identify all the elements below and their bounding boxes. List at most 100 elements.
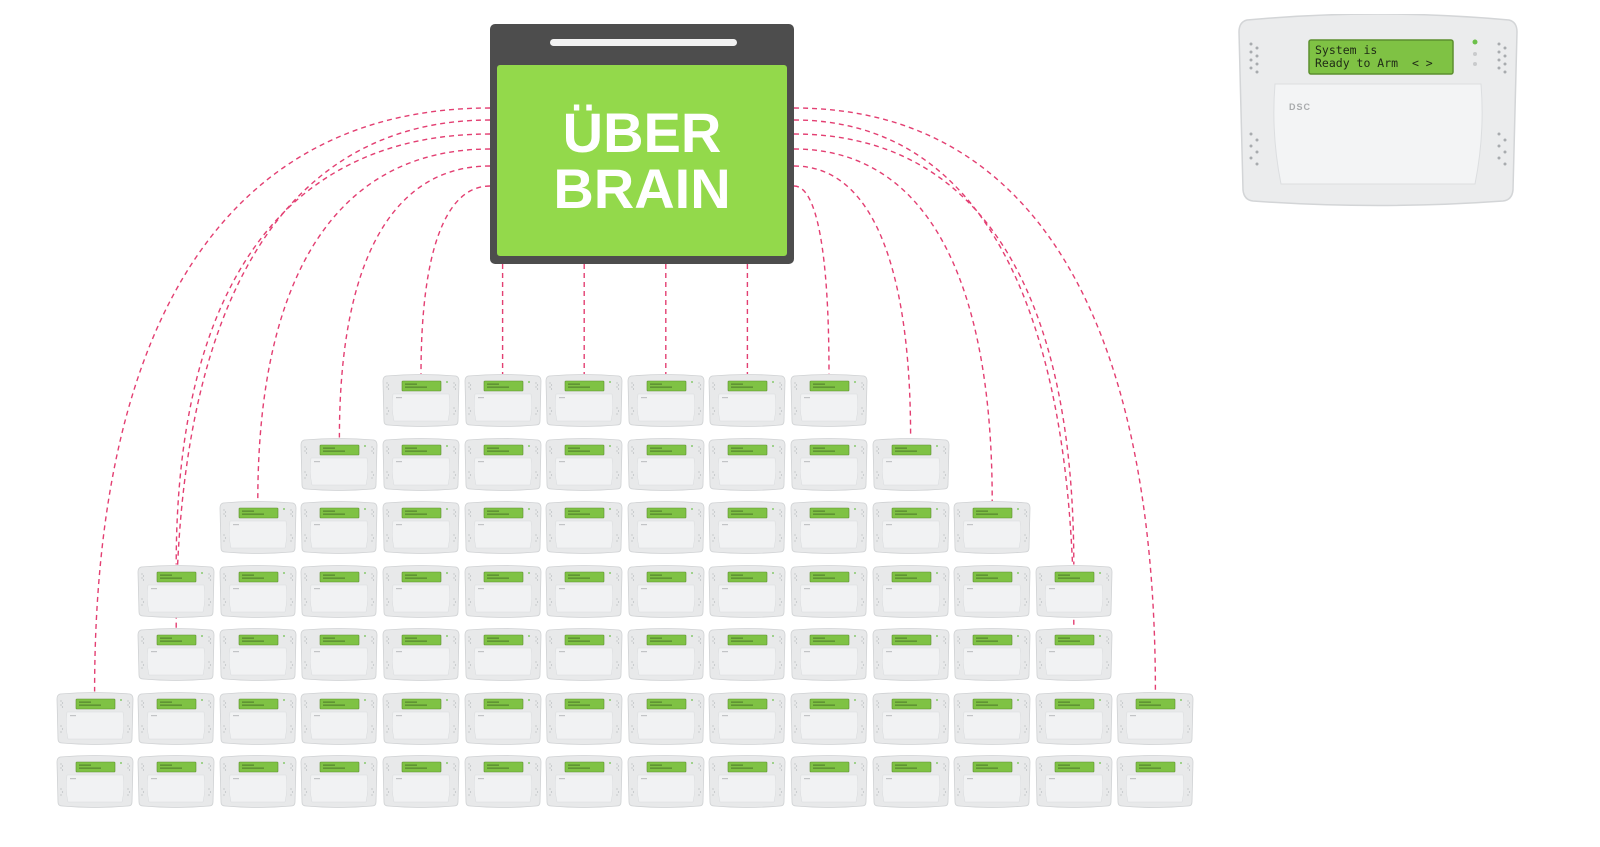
alarm-keypad-icon [464,437,541,491]
alarm-keypad-icon [708,564,786,618]
brand-label: DSC [1289,102,1312,112]
connector-line [793,185,830,375]
lcd-arrows: < > [1411,56,1433,70]
alarm-keypad-icon [790,755,868,808]
keypad-device [219,691,297,745]
alarm-keypad-icon [790,374,868,427]
alarm-keypad-icon [953,564,1031,618]
alarm-keypad-icon [137,691,215,745]
keypad-device [790,691,868,745]
alarm-keypad-icon [708,691,786,745]
alarm-keypad-icon [300,437,378,491]
keypad-device [300,437,378,491]
alarm-keypad-icon [953,755,1031,808]
hub-title-line2: BRAIN [553,156,731,220]
lcd-display: System is Ready to Arm < > [1315,44,1447,70]
alarm-keypad-icon [1035,564,1113,618]
alarm-keypad-icon [872,755,949,808]
alarm-keypad-icon [1238,14,1518,207]
alarm-keypad-icon [382,564,460,618]
keypad-device [953,564,1031,618]
keypad-device [1035,691,1113,745]
keypad-device [382,501,460,554]
keypad-device [464,374,542,427]
keypad-device [464,564,542,618]
alarm-keypad-icon [708,437,786,491]
keypad-device [545,437,623,491]
alarm-keypad-icon [545,564,623,618]
alarm-keypad-icon [627,501,705,554]
keypad-device [627,437,705,491]
keypad-device [56,691,134,745]
keypad-device [137,564,215,618]
keypad-device [627,501,705,554]
alarm-keypad-icon [219,501,297,554]
keypad-device [953,691,1031,745]
alarm-keypad-icon [137,628,215,681]
alarm-keypad-icon [1035,755,1113,808]
keypad-device [382,691,460,745]
keypad-device [790,437,868,491]
alarm-keypad-icon [464,374,541,427]
keypad-device [219,628,297,681]
alarm-keypad-icon [464,755,541,808]
keypad-device [790,755,868,808]
alarm-keypad-icon [953,628,1031,681]
keypad-device [300,564,378,618]
keypad-device [708,501,786,554]
keypad-device [627,755,705,808]
alarm-keypad-icon [1116,755,1194,808]
keypad-device [790,564,868,618]
alarm-keypad-icon [137,755,215,808]
keypad-device [300,755,378,808]
alarm-keypad-icon [219,564,297,618]
alarm-keypad-icon [1116,691,1194,745]
keypad-device [545,691,623,745]
alarm-keypad-icon [219,755,297,808]
alarm-keypad-icon [872,628,949,681]
keypad-device [708,437,786,491]
keypad-device [300,501,378,554]
alarm-keypad-icon [464,564,541,618]
connector-line [793,148,993,502]
keypad-device [382,628,460,681]
keypad-device [790,374,868,427]
keypad-device [382,374,460,427]
keypad-device [708,691,786,745]
alarm-keypad-icon [953,501,1031,554]
alarm-keypad-icon [708,628,786,681]
alarm-keypad-icon [382,755,460,808]
hub-top-bar [550,39,737,46]
keypad-device [1035,628,1113,681]
keypad-device [300,628,378,681]
keypad-device [872,564,950,618]
hub-title: ÜBER BRAIN [553,104,731,220]
alarm-keypad-icon [382,628,460,681]
keypad-device [137,628,215,681]
keypad-device [708,755,786,808]
alarm-keypad-icon [545,374,623,427]
lcd-line2: Ready to Arm [1315,56,1399,70]
keypad-device [872,628,950,681]
alarm-keypad-icon [300,564,378,618]
alarm-keypad-icon [627,628,705,681]
keypad-device [872,691,950,745]
alarm-keypad-icon [300,628,378,681]
connector-line [793,133,1075,565]
reference-keypad: System is Ready to Arm < > DSC [1235,14,1521,208]
alarm-keypad-icon [627,437,705,491]
keypad-device [1116,755,1194,808]
keypad-device [137,691,215,745]
keypad-device [382,564,460,618]
alarm-keypad-icon [872,437,949,491]
keypad-device [382,437,460,491]
hub-face: ÜBER BRAIN [497,65,787,256]
alarm-keypad-icon [708,755,786,808]
keypad-device [464,437,542,491]
alarm-keypad-icon [137,564,215,618]
alarm-keypad-icon [464,691,541,745]
keypad-device [627,628,705,681]
keypad-device [953,628,1031,681]
alarm-keypad-icon [790,564,868,618]
